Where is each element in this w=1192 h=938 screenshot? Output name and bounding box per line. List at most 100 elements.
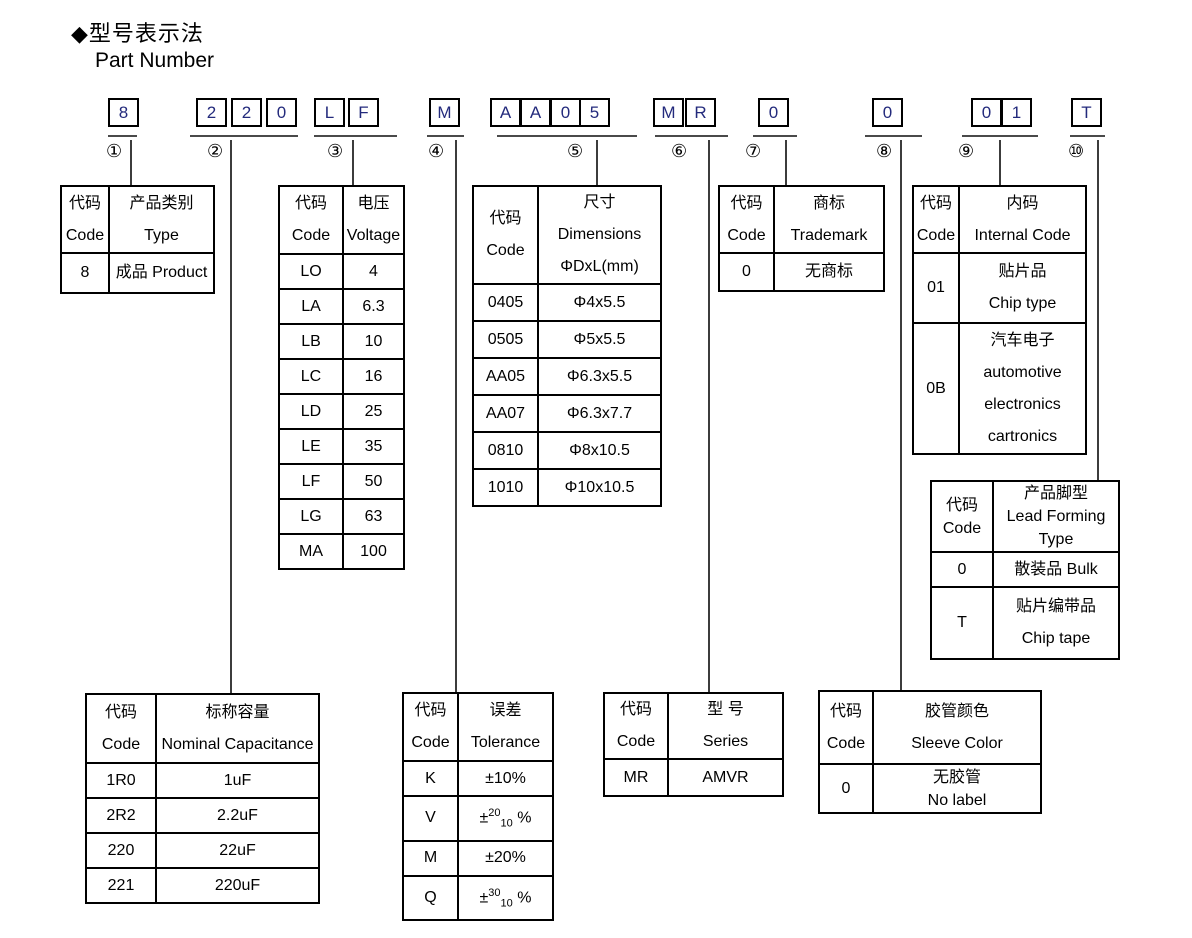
connector-line xyxy=(130,140,132,185)
value-cell: 50 xyxy=(342,463,405,500)
code-cell: LE xyxy=(278,428,344,465)
header-product-type: 产品类别 Type xyxy=(108,185,215,254)
value-cell: ±3010 % xyxy=(457,874,554,922)
connector-line xyxy=(1097,140,1099,480)
group-underline xyxy=(108,135,137,137)
value-cell: Φ4x5.5 xyxy=(537,283,662,322)
header-capacitance: 标称容量 Nominal Capacitance xyxy=(155,693,320,764)
value-cell: 220uF xyxy=(155,867,320,904)
part-char-box: M xyxy=(429,98,460,127)
value-cell: 贴片品 Chip type xyxy=(958,252,1087,324)
code-cell: MA xyxy=(278,533,344,570)
value-cell: 100 xyxy=(342,533,405,570)
header-sleeve-color: 胶管颜色 Sleeve Color xyxy=(872,690,1042,765)
value-cell: 16 xyxy=(342,358,405,395)
value-cell: AMVR xyxy=(667,758,784,797)
code-cell: MR xyxy=(603,758,669,797)
group-underline xyxy=(314,135,397,137)
value-cell: 22uF xyxy=(155,832,320,869)
code-cell: LB xyxy=(278,323,344,360)
value-cell: Φ10x10.5 xyxy=(537,468,662,507)
value-cell: Φ6.3x5.5 xyxy=(537,357,662,396)
header-code: 代码 Code xyxy=(930,480,994,553)
group-marker: ② xyxy=(207,141,224,161)
value-cell: ±20% xyxy=(457,839,554,877)
value-cell: 贴片编带品 Chip tape xyxy=(992,586,1120,660)
part-char-box: M xyxy=(653,98,684,127)
part-char-box: R xyxy=(685,98,716,127)
value-cell: 散装品 Bulk xyxy=(992,551,1120,588)
value-cell: 1uF xyxy=(155,762,320,799)
group-marker: ④ xyxy=(428,141,445,161)
page-title-en: Part Number xyxy=(95,49,215,72)
header-series: 型 号 Series xyxy=(667,692,784,760)
value-cell: 无商标 xyxy=(773,252,885,292)
value-cell: 2.2uF xyxy=(155,797,320,834)
connector-line xyxy=(785,140,787,185)
part-char-box: A xyxy=(490,98,521,127)
code-cell: 01 xyxy=(912,252,960,324)
header-dimensions: 尺寸 Dimensions ΦDxL(mm) xyxy=(537,185,662,285)
code-cell: 221 xyxy=(85,867,157,904)
group-marker: ⑩ xyxy=(1068,141,1085,161)
code-cell: 220 xyxy=(85,832,157,869)
header-tolerance: 误差 Tolerance xyxy=(457,692,554,762)
header-code: 代码 Code xyxy=(402,692,459,762)
code-cell: 1R0 xyxy=(85,762,157,799)
part-char-box: 5 xyxy=(579,98,610,127)
header-trademark: 商标 Trademark xyxy=(773,185,885,254)
code-cell: 8 xyxy=(60,252,110,294)
part-char-box: 0 xyxy=(872,98,903,127)
value-cell: 63 xyxy=(342,498,405,535)
code-cell: 0 xyxy=(818,763,874,814)
code-cell: T xyxy=(930,586,994,660)
series-table: 代码 Code 型 号 Series MR AMVR xyxy=(603,692,784,797)
connector-line xyxy=(708,140,710,692)
header-code: 代码 Code xyxy=(278,185,344,255)
internal-code-table: 代码 Code 内码 Internal Code 01 贴片品 Chip typ… xyxy=(912,185,1087,455)
group-marker: ① xyxy=(106,141,123,161)
code-cell: 0 xyxy=(718,252,775,292)
part-char-box: 0 xyxy=(971,98,1002,127)
code-cell: 2R2 xyxy=(85,797,157,834)
header-internal-code: 内码 Internal Code xyxy=(958,185,1087,254)
code-cell: LA xyxy=(278,288,344,325)
connector-line xyxy=(999,140,1001,185)
header-code: 代码 Code xyxy=(912,185,960,254)
value-cell: 无胶管 No label xyxy=(872,763,1042,814)
value-cell: Φ5x5.5 xyxy=(537,320,662,359)
part-char-box: A xyxy=(520,98,551,127)
part-char-box: 0 xyxy=(758,98,789,127)
code-cell: 0B xyxy=(912,322,960,455)
group-marker: ③ xyxy=(327,141,344,161)
code-cell: LD xyxy=(278,393,344,430)
code-cell: 0 xyxy=(930,551,994,588)
connector-line xyxy=(352,140,354,185)
header-code: 代码 Code xyxy=(718,185,775,254)
group-underline xyxy=(753,135,797,137)
code-cell: AA07 xyxy=(472,394,539,433)
value-cell: ±2010 % xyxy=(457,795,554,842)
header-lead-forming: 产品脚型 Lead Forming Type xyxy=(992,480,1120,553)
code-cell: AA05 xyxy=(472,357,539,396)
group-underline xyxy=(190,135,298,137)
header-code: 代码 Code xyxy=(60,185,110,254)
code-cell: 1010 xyxy=(472,468,539,507)
value-cell: 4 xyxy=(342,253,405,290)
value-cell: 6.3 xyxy=(342,288,405,325)
sleeve-color-table: 代码 Code 胶管颜色 Sleeve Color 0 无胶管 No label xyxy=(818,690,1042,814)
part-char-box: 0 xyxy=(266,98,297,127)
code-cell: K xyxy=(402,760,459,797)
code-cell: M xyxy=(402,839,459,877)
group-underline xyxy=(655,135,728,137)
value-cell: Φ6.3x7.7 xyxy=(537,394,662,433)
group-underline xyxy=(865,135,922,137)
connector-line xyxy=(900,140,902,690)
part-char-box: 2 xyxy=(196,98,227,127)
lead-forming-table: 代码 Code 产品脚型 Lead Forming Type 0 散装品 Bul… xyxy=(930,480,1120,660)
page-title-zh: ◆型号表示法 xyxy=(71,21,204,46)
part-char-box: 2 xyxy=(231,98,262,127)
header-code: 代码 Code xyxy=(818,690,874,765)
